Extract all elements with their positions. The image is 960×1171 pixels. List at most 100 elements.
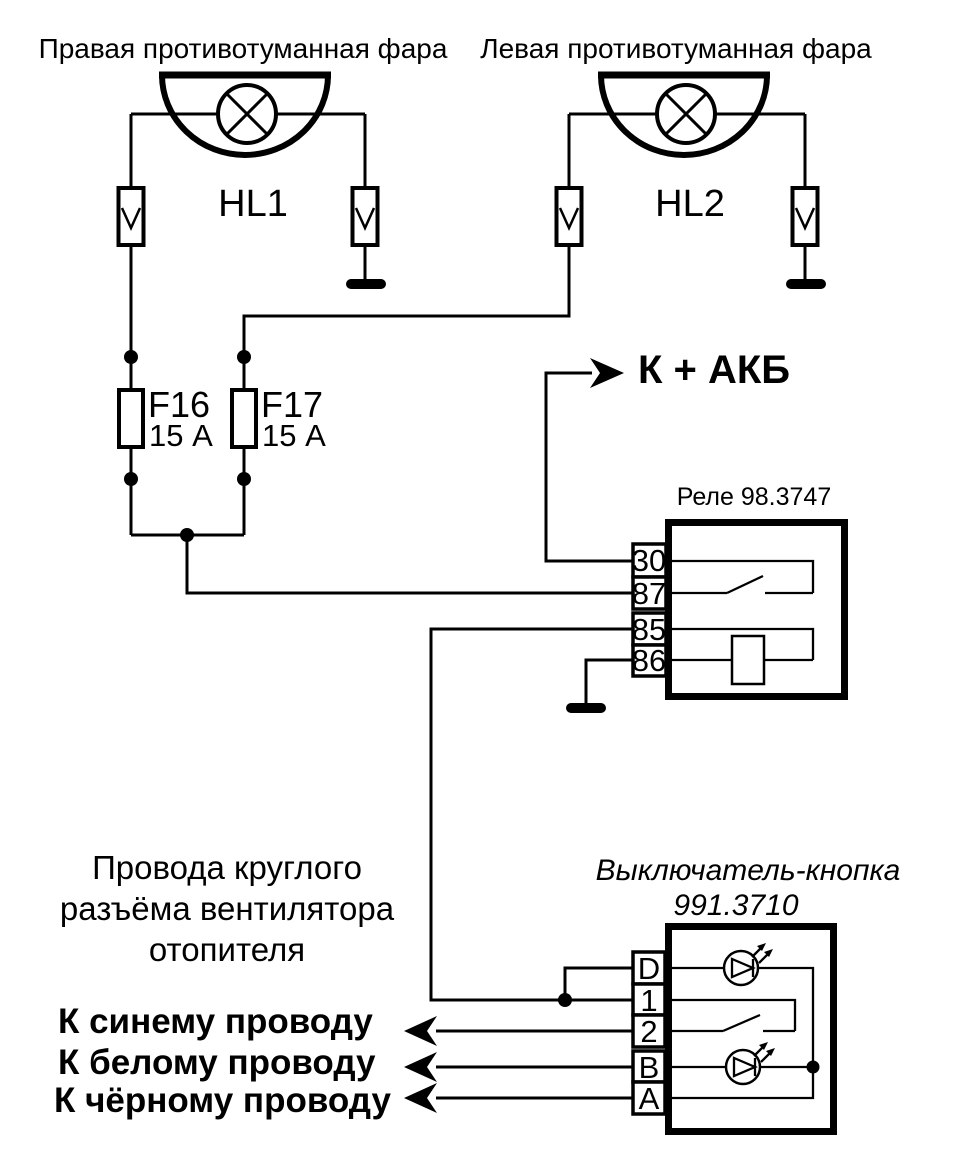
left-fog-lamp-title: Левая противотуманная фара — [480, 33, 872, 64]
wire-85-to-switch — [429, 627, 633, 1002]
led-ray-arrowhead — [766, 1048, 775, 1056]
wire-to-ground — [584, 658, 633, 703]
relay-coil — [730, 634, 766, 686]
switch-wire-rail — [665, 966, 815, 1100]
led-ray — [758, 953, 769, 964]
pin-box — [631, 542, 668, 579]
wire-label-black: К чёрному проводу — [54, 1081, 391, 1120]
fuse-name: F17 — [261, 384, 323, 425]
battery-feed: К + АКБ — [544, 348, 790, 563]
bulb-cross — [664, 92, 708, 136]
led-ray — [751, 947, 762, 958]
pin-label: 2 — [640, 1014, 657, 1049]
bulb-cross — [225, 92, 269, 136]
fuse-rating: 15 А — [262, 418, 326, 453]
led-ray — [753, 1046, 764, 1057]
wire-branch-to-D — [563, 966, 633, 1000]
connector-chevron — [558, 207, 580, 232]
relay-contact-wire — [666, 559, 815, 593]
arrow-left-icon — [404, 1016, 437, 1046]
wire-label-blue: К синему проводу — [58, 1002, 373, 1041]
ground-icon — [786, 279, 826, 289]
connector-chevron — [354, 207, 376, 232]
right-fog-lamp-title: Правая противотуманная фара — [39, 33, 448, 64]
left-fog-lamp: Левая противотуманная фара HL2 — [242, 33, 872, 390]
connector-icon — [554, 186, 584, 247]
led-ray-arrowhead — [759, 1042, 768, 1050]
note-line-2: разъёма вентилятора — [60, 890, 395, 927]
pin-label: 1 — [640, 983, 657, 1018]
wire — [242, 245, 571, 390]
led-ray — [760, 1052, 771, 1063]
relay-pin-30: 30 — [631, 542, 668, 579]
outgoing-wires: К синему проводу К белому проводу К чёрн… — [54, 1002, 633, 1120]
relay-pin-87: 87 — [631, 575, 668, 611]
connector-icon — [116, 186, 146, 247]
led-triangle — [732, 1056, 758, 1078]
wire-to-relay-87 — [185, 535, 633, 595]
pin-box — [631, 1049, 667, 1084]
ground-icon — [346, 279, 386, 289]
headlamp-bowl-icon — [159, 74, 331, 158]
wire-label-white: К белому проводу — [58, 1043, 376, 1082]
fuse-name: F16 — [148, 384, 210, 425]
fuse-output-bus — [131, 528, 633, 595]
pin-label: 85 — [632, 612, 666, 647]
pin-label: 87 — [632, 576, 666, 611]
switch-pin-D: D — [631, 950, 667, 986]
pin-label: B — [639, 1050, 660, 1085]
connector-body — [116, 186, 146, 247]
fuse-f17: F17 15 А — [230, 350, 326, 535]
led-ray-arrowhead — [764, 949, 773, 957]
fuse-f16: F16 15 А — [117, 350, 213, 535]
headlamp-bowl-icon — [598, 74, 770, 158]
junction-dot — [124, 350, 138, 364]
control-wire — [429, 627, 633, 1007]
right-fog-lamp: Правая противотуманная фара HL1 — [39, 33, 448, 390]
connector-body — [350, 186, 380, 247]
connector-chevron — [794, 207, 816, 232]
right-fog-lamp-designator: HL1 — [218, 183, 288, 225]
arrow-right-icon — [590, 358, 624, 388]
switch-pin-B: B — [631, 1049, 667, 1085]
heater-connector-note: Провода круглого разъёма вентилятора ото… — [60, 849, 395, 968]
fuse-body — [230, 388, 258, 449]
switch: Выключатель-кнопка 991.3710 — [596, 854, 901, 1135]
switch-pin-2: 2 — [631, 1013, 667, 1049]
pin-label: D — [638, 951, 660, 986]
relay-pin-85: 85 — [631, 611, 668, 647]
arrow-left-icon — [404, 1083, 437, 1113]
led-triangle — [730, 957, 756, 979]
junction-dot — [806, 1060, 820, 1074]
junction-dot — [237, 350, 251, 364]
note-line-3: отопителя — [149, 931, 305, 968]
led-ray-arrowhead — [757, 943, 766, 951]
connector-body — [790, 186, 820, 247]
pin-label: 30 — [632, 543, 666, 578]
switch-title: Выключатель-кнопка — [596, 854, 901, 887]
switch-model: 991.3710 — [673, 889, 798, 922]
switch-pin-1: 1 — [631, 982, 667, 1018]
pin-box — [631, 575, 668, 611]
pin-label: 86 — [632, 643, 666, 678]
ground-icon — [566, 703, 606, 713]
led-icon — [722, 943, 773, 987]
relay-coil-wire — [666, 627, 815, 660]
pin-box — [631, 982, 667, 1017]
wire-to-relay-30 — [544, 371, 633, 563]
connector-icon — [350, 186, 380, 247]
pin-label: A — [639, 1081, 660, 1116]
connector-icon — [790, 186, 820, 247]
fuse-body — [117, 388, 145, 449]
connector-body — [554, 186, 584, 247]
switch-contact-blade — [722, 1013, 761, 1033]
note-line-1: Провода круглого — [92, 849, 362, 886]
battery-label: К + АКБ — [638, 348, 790, 392]
relay-pin-86: 86 — [631, 643, 668, 678]
fuse-rating: 15 А — [149, 418, 213, 453]
relay-contact-blade — [726, 574, 764, 595]
switch-pin-A: A — [631, 1080, 667, 1116]
relay: Реле 98.3747 30 87 85 86 — [566, 483, 848, 713]
connector-chevron — [120, 207, 142, 232]
